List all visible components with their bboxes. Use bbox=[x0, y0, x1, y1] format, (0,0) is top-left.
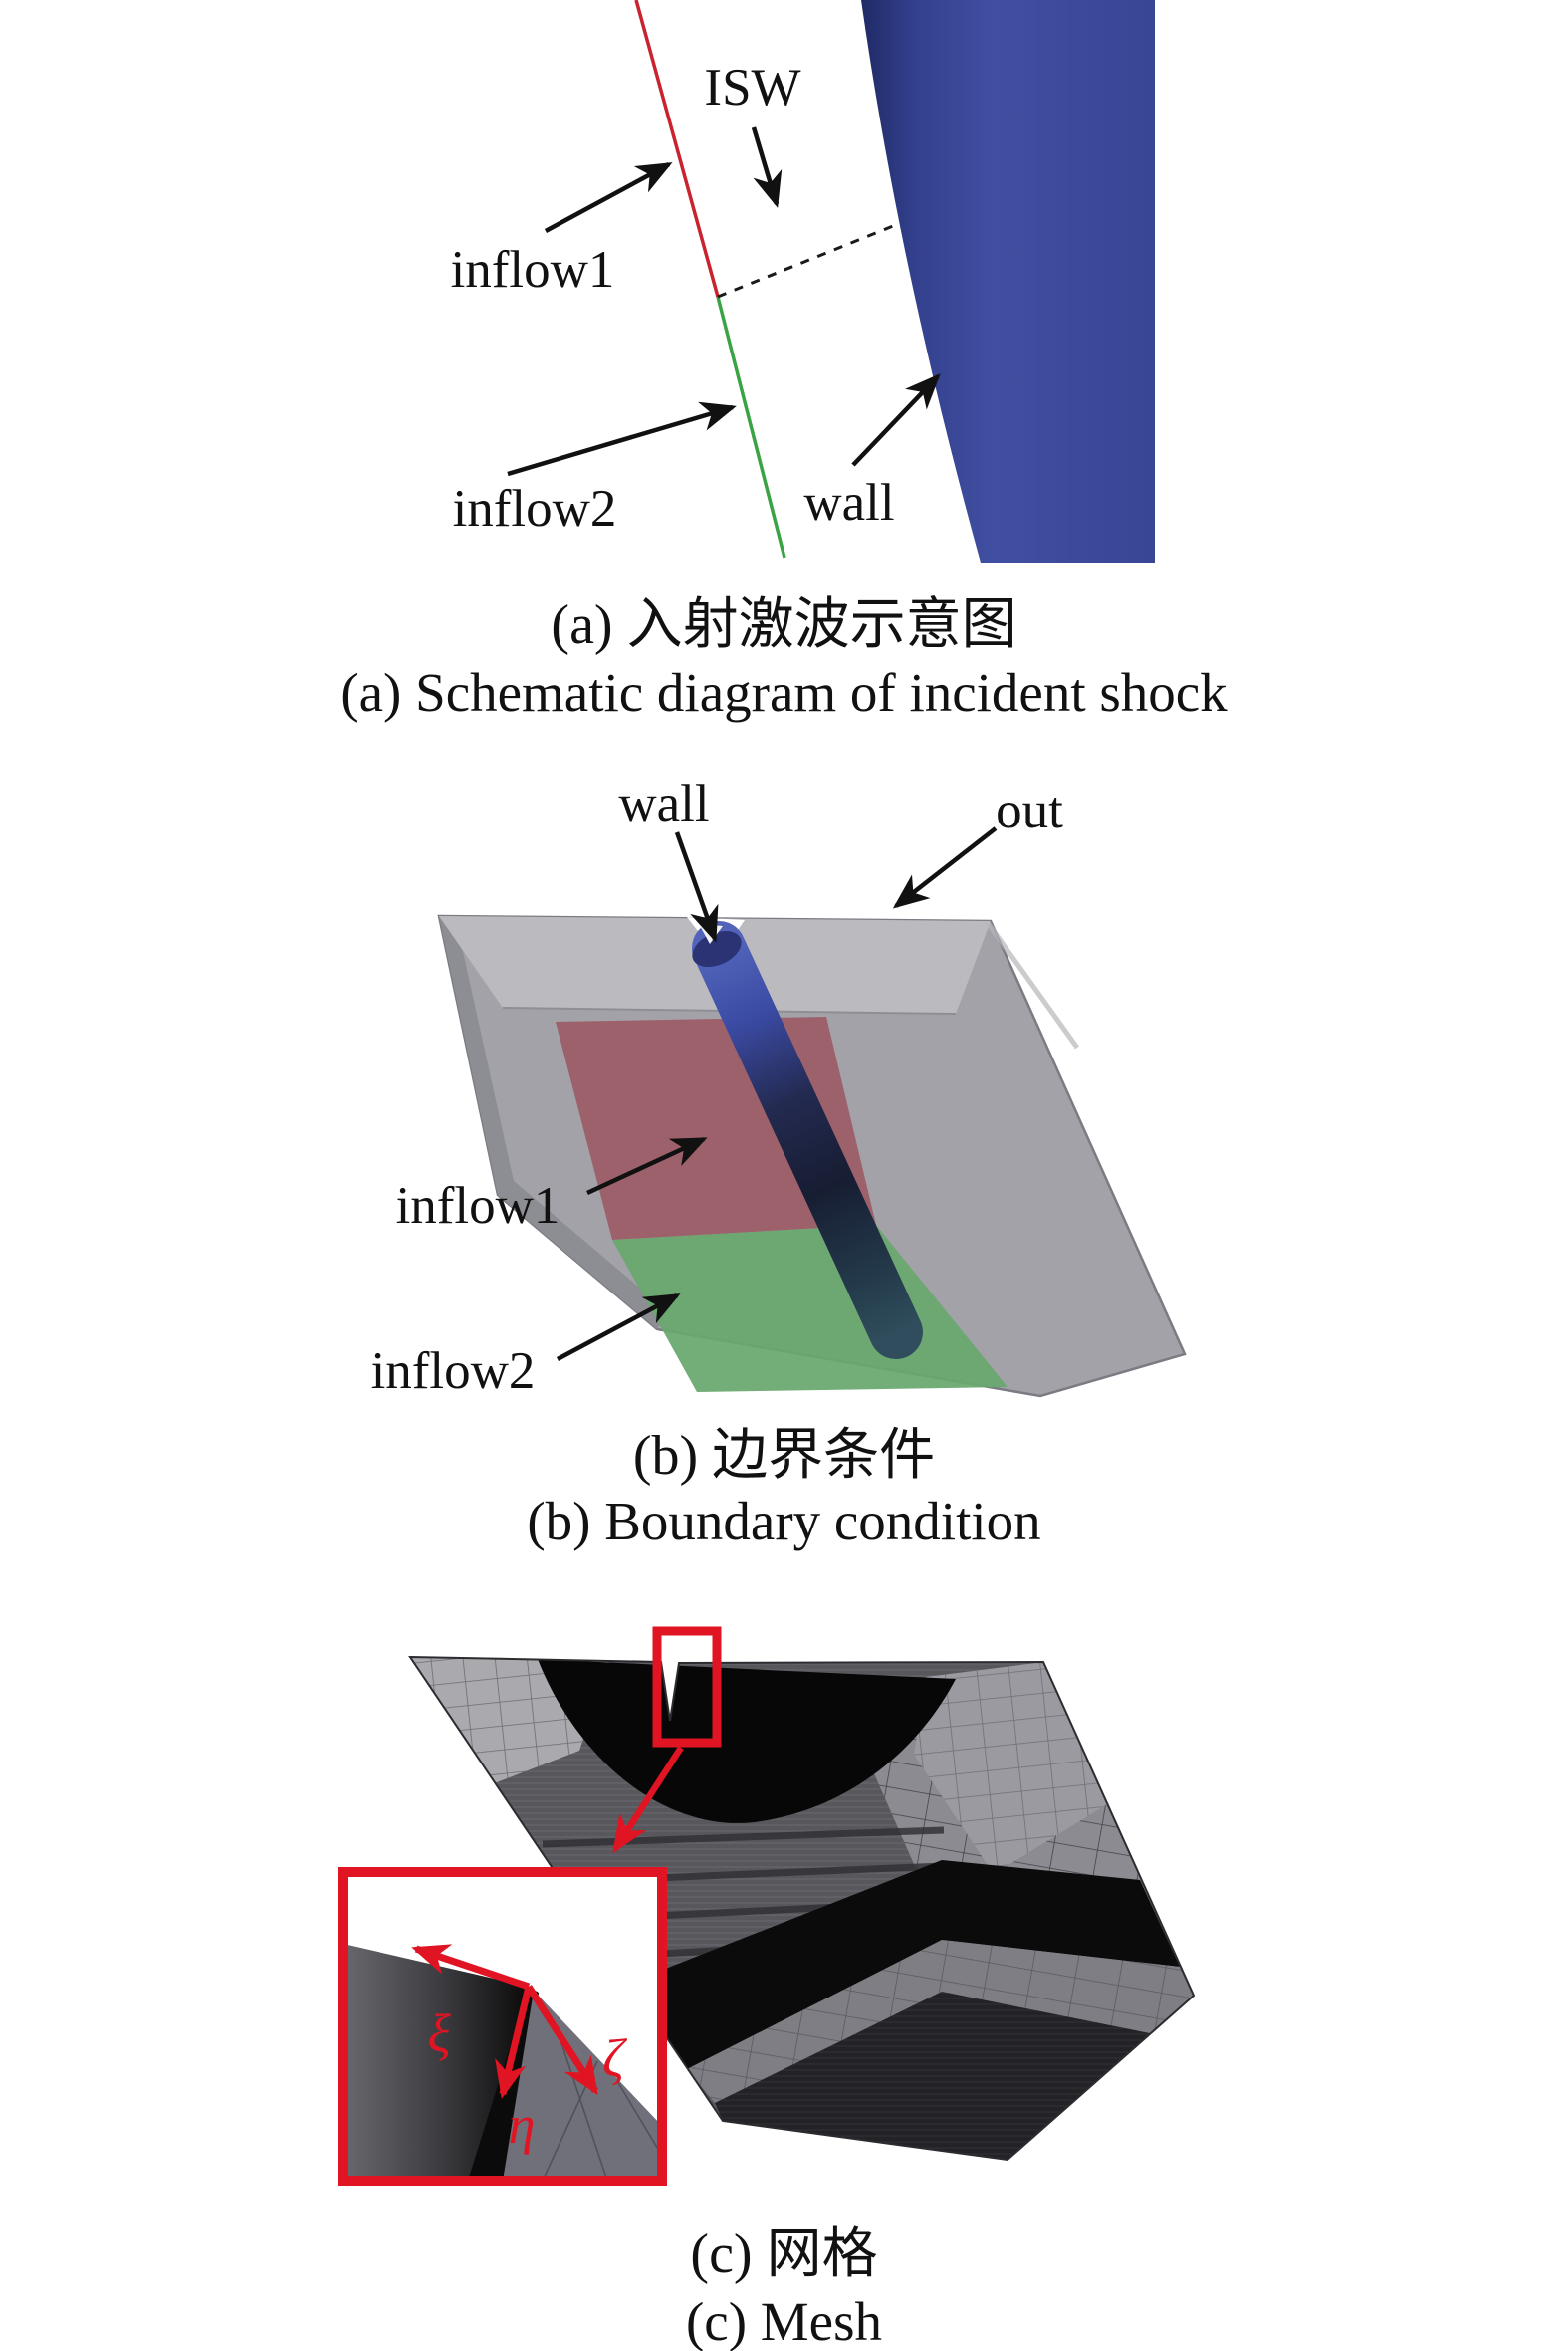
inflow2-boundary-line-green bbox=[716, 296, 786, 559]
inset-dark-wall-face bbox=[343, 1944, 529, 2181]
zeta-label: ζ bbox=[602, 2028, 627, 2088]
panel-b-figure: wall out inflow1 inflow2 bbox=[371, 777, 1187, 1400]
inflow2-label: inflow2 bbox=[453, 480, 617, 538]
wall-surface-blue bbox=[861, 0, 1155, 563]
inflow2-arrow bbox=[507, 401, 737, 477]
mesh-bottom-dark-lines bbox=[715, 1992, 1150, 2160]
wall-label: wall bbox=[803, 474, 894, 532]
caption-a-chinese: (a) 入射激波示意图 bbox=[551, 594, 1017, 656]
zoom-arrow-red bbox=[612, 1746, 684, 1854]
wall-label: wall bbox=[618, 777, 709, 832]
mesh-light-band-grid bbox=[687, 1940, 1194, 2103]
mesh-groove-black bbox=[538, 1659, 956, 1823]
zoom-inset: ξ η ζ bbox=[338, 1867, 667, 2186]
inflow1-label: inflow1 bbox=[451, 241, 615, 299]
caption-a-english: (a) Schematic diagram of incident shock bbox=[340, 662, 1228, 723]
mesh-top-right-corner-grid bbox=[914, 1662, 1107, 1874]
box-left-bevel-face bbox=[439, 916, 669, 1329]
eta-axis-arrow bbox=[495, 1986, 533, 2099]
eta-label: η bbox=[509, 2095, 536, 2155]
xi-axis-arrow bbox=[411, 1944, 531, 1991]
caption-b-english: (b) Boundary condition bbox=[527, 1491, 1041, 1551]
caption-c-english: (c) Mesh bbox=[685, 2291, 882, 2351]
inflow1-label: inflow1 bbox=[396, 1177, 560, 1235]
out-arrow bbox=[892, 826, 998, 909]
caption-b-chinese: (b) 边界条件 bbox=[632, 1425, 936, 1487]
inflow2-arrow bbox=[556, 1293, 681, 1361]
isw-arrow bbox=[751, 126, 783, 208]
isw-dashed-line bbox=[717, 224, 894, 299]
caption-c-chinese: (c) 网格 bbox=[690, 2224, 878, 2285]
wall-arrow bbox=[674, 831, 719, 943]
mesh-outline bbox=[408, 1655, 1196, 2162]
wall-arrow bbox=[851, 373, 941, 467]
zeta-axis-arrow bbox=[526, 1985, 598, 2096]
inset-border bbox=[338, 1867, 667, 2186]
inflow1-arrow bbox=[544, 162, 673, 233]
box-right-bevel-edge bbox=[986, 922, 1080, 1050]
xi-label: ξ bbox=[427, 2003, 451, 2063]
isw-label: ISW bbox=[704, 59, 800, 117]
out-label: out bbox=[996, 782, 1063, 839]
cylinder-wall-tube bbox=[692, 921, 923, 1359]
inset-axis-arrows bbox=[411, 1944, 598, 2099]
inflow2-label: inflow2 bbox=[371, 1342, 536, 1400]
incident-shock-line-red bbox=[634, 0, 720, 298]
panel-c-figure: ξ η ζ bbox=[338, 1626, 1196, 2186]
panel-a-figure: ISW inflow1 inflow2 wall bbox=[451, 0, 1155, 563]
zoom-highlight-rect bbox=[652, 1626, 722, 1748]
inflow1-arrow bbox=[586, 1136, 708, 1196]
mesh-black-band bbox=[625, 1860, 1180, 2069]
